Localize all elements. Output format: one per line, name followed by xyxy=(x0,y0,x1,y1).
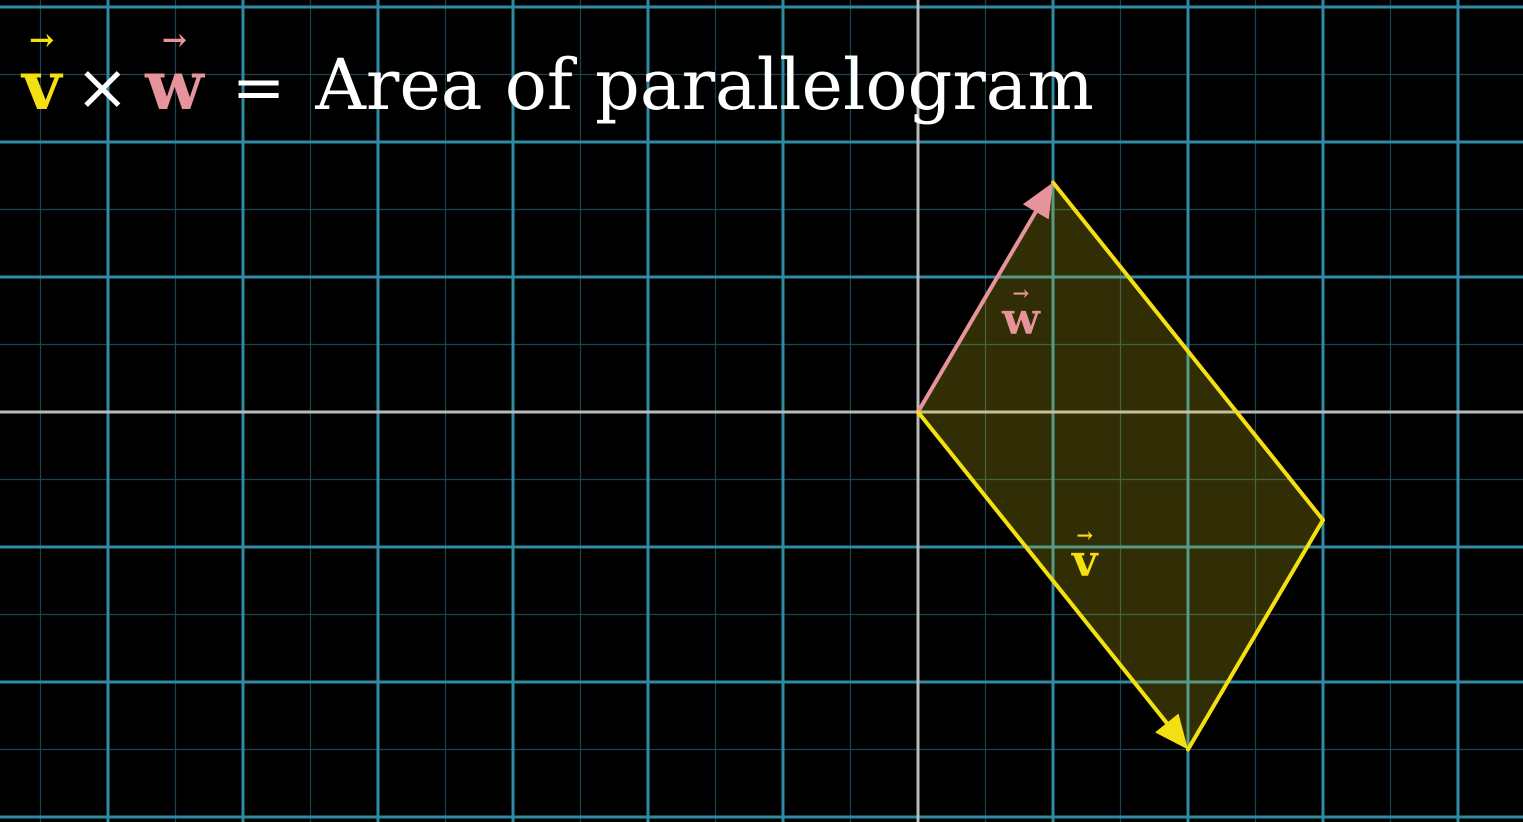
vector-arrow-icon: → xyxy=(1012,281,1030,305)
vector-v-label: → v xyxy=(1072,525,1098,584)
equals-symbol: = xyxy=(231,51,286,125)
cross-product-formula: → v × → w = Area of parallelogram xyxy=(22,20,1094,126)
vector-v-label-symbol: → v xyxy=(1072,525,1098,584)
times-symbol: × xyxy=(75,51,130,125)
formula-vector-w: → w xyxy=(145,26,204,121)
vector-v-arrowhead-icon xyxy=(1155,713,1188,750)
vector-w-label: → w xyxy=(1002,283,1040,342)
parallelogram-edge-top-right xyxy=(1051,180,1325,522)
formula-w-letter: w xyxy=(145,46,204,126)
vector-arrow-icon: → xyxy=(1076,523,1094,547)
vector-w-label-symbol: → w xyxy=(1002,283,1040,342)
vector-v-label-letter: v xyxy=(1072,536,1098,587)
vector-arrow-icon: → xyxy=(161,23,187,58)
parallelogram xyxy=(918,182,1323,750)
vector-arrow-icon: → xyxy=(29,23,55,58)
parallelogram-edge-bottom-right xyxy=(1186,518,1325,752)
formula-v-letter: v xyxy=(22,46,62,126)
formula-phrase: Area of parallelogram xyxy=(315,44,1094,126)
vector-v-shaft xyxy=(916,410,1172,729)
vector-w-arrowhead-icon xyxy=(1022,182,1053,220)
vector-w-shaft xyxy=(916,206,1040,414)
vector-w-label-letter: w xyxy=(1002,294,1040,345)
formula-vector-v: → v xyxy=(22,26,62,121)
